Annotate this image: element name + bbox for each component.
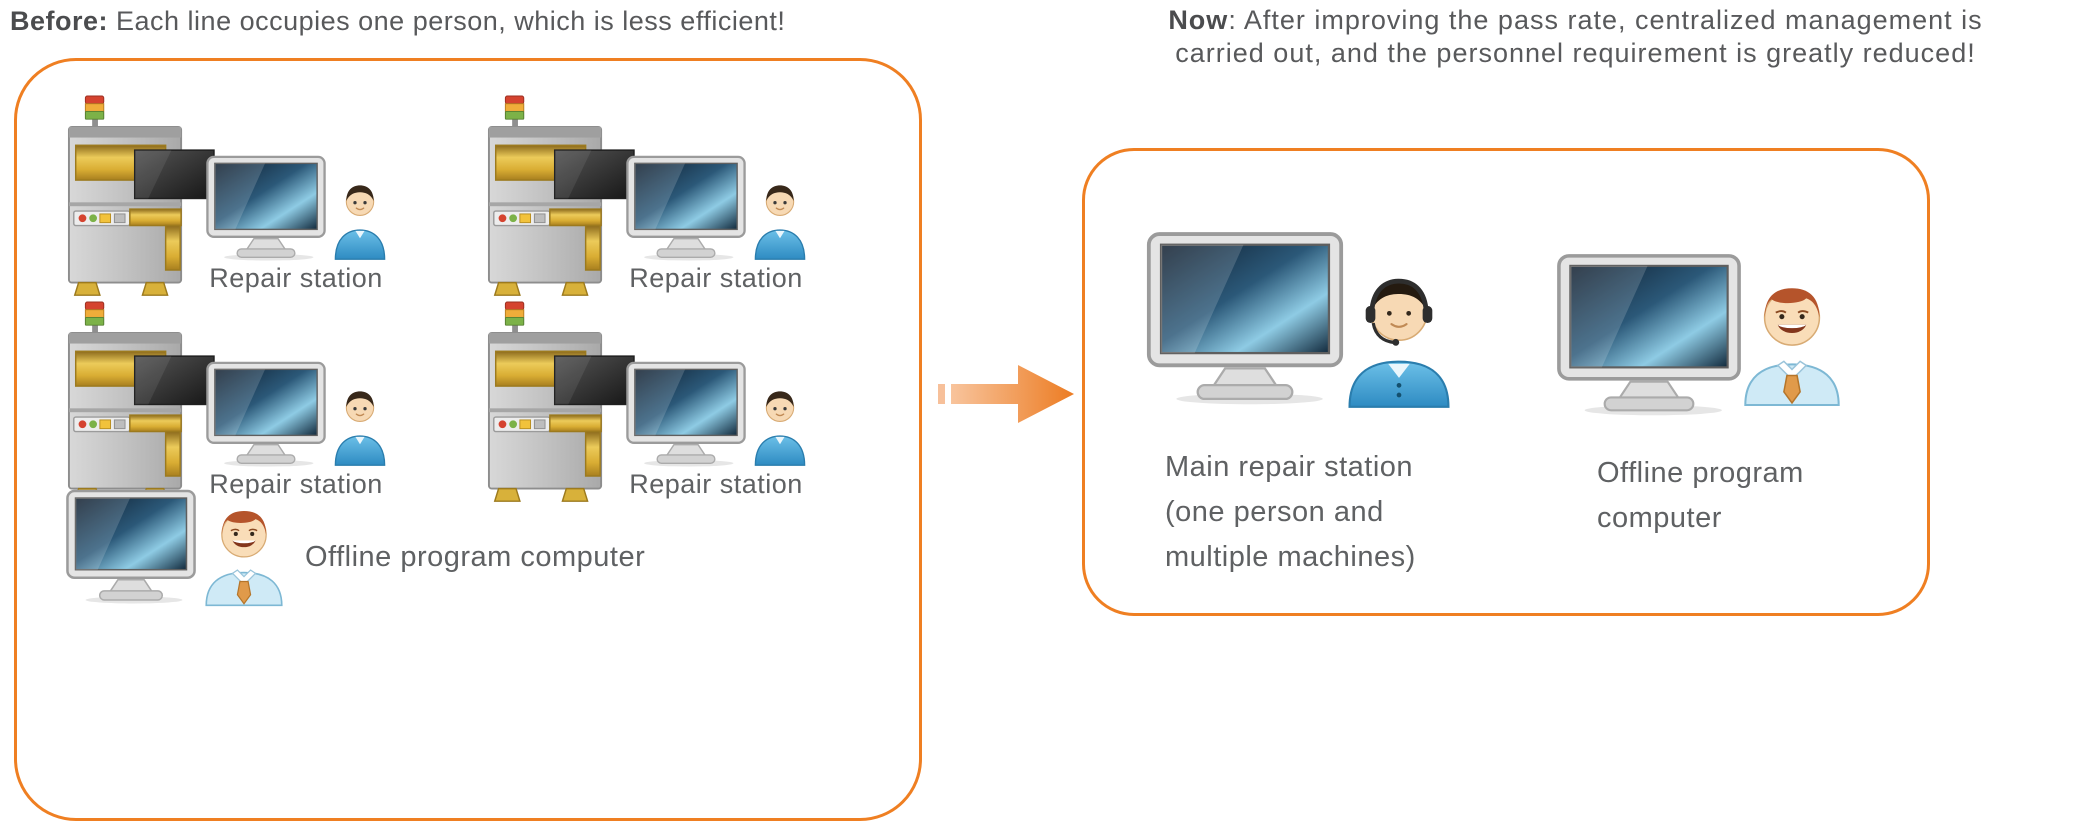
offline-program-computer-group: Offline program computer	[1555, 239, 1885, 589]
before-panel: Repair station Repair station Repair sta…	[14, 58, 922, 821]
offline-computer-label: Offline program computer	[1597, 451, 1804, 541]
monitor-icon	[65, 489, 197, 604]
repair-station-label: Repair station	[209, 469, 383, 499]
now-title-keyword: Now	[1168, 5, 1229, 35]
repair-station-group-2: Repair station	[483, 95, 828, 325]
repair-station-label: Repair station	[209, 263, 383, 293]
now-title: Now: After improving the pass rate, cent…	[1088, 4, 2063, 70]
now-panel: Main repair station (one person and mult…	[1082, 148, 1930, 616]
main-repair-station-label-line3: multiple machines)	[1165, 540, 1416, 573]
main-repair-station-group: Main repair station (one person and mult…	[1145, 223, 1475, 593]
main-repair-station-label-line1: Main repair station	[1165, 451, 1414, 483]
smiling-programmer-icon	[201, 497, 287, 607]
monitor-icon	[625, 361, 747, 467]
operator-person-icon	[749, 385, 811, 467]
offline-computer-label-line2: computer	[1597, 501, 1722, 534]
operator-person-icon	[329, 385, 391, 467]
main-repair-station-label: Main repair station (one person and mult…	[1165, 445, 1416, 580]
monitor-icon	[205, 155, 327, 261]
monitor-icon	[1555, 253, 1743, 416]
before-title-keyword: Before:	[10, 6, 109, 36]
operator-person-icon	[749, 179, 811, 261]
repair-station-group-3: Repair station	[63, 301, 408, 531]
now-title-line1: Now: After improving the pass rate, cent…	[1088, 4, 2063, 37]
monitor-icon	[1145, 231, 1345, 405]
monitor-icon	[205, 361, 327, 467]
smiling-programmer-icon	[1739, 271, 1845, 407]
main-repair-station-label-line2: (one person and	[1165, 495, 1384, 528]
before-title: Before: Each line occupies one person, w…	[10, 6, 785, 37]
operator-person-icon	[329, 179, 391, 261]
repair-station-group-4: Repair station	[483, 301, 828, 531]
before-title-text: Each line occupies one person, which is …	[108, 6, 786, 36]
offline-program-computer-group: Offline program computer	[57, 489, 717, 624]
headset-operator-icon	[1343, 265, 1455, 409]
transition-arrow-icon	[938, 358, 1078, 430]
monitor-icon	[625, 155, 747, 261]
offline-computer-label-line1: Offline program	[1597, 457, 1804, 489]
repair-station-label: Repair station	[629, 469, 803, 499]
now-title-text1: : After improving the pass rate, central…	[1228, 5, 1983, 35]
repair-station-label: Repair station	[629, 263, 803, 293]
now-title-line2: carried out, and the personnel requireme…	[1175, 37, 1976, 68]
repair-station-group-1: Repair station	[63, 95, 408, 325]
offline-computer-label: Offline program computer	[305, 541, 646, 573]
